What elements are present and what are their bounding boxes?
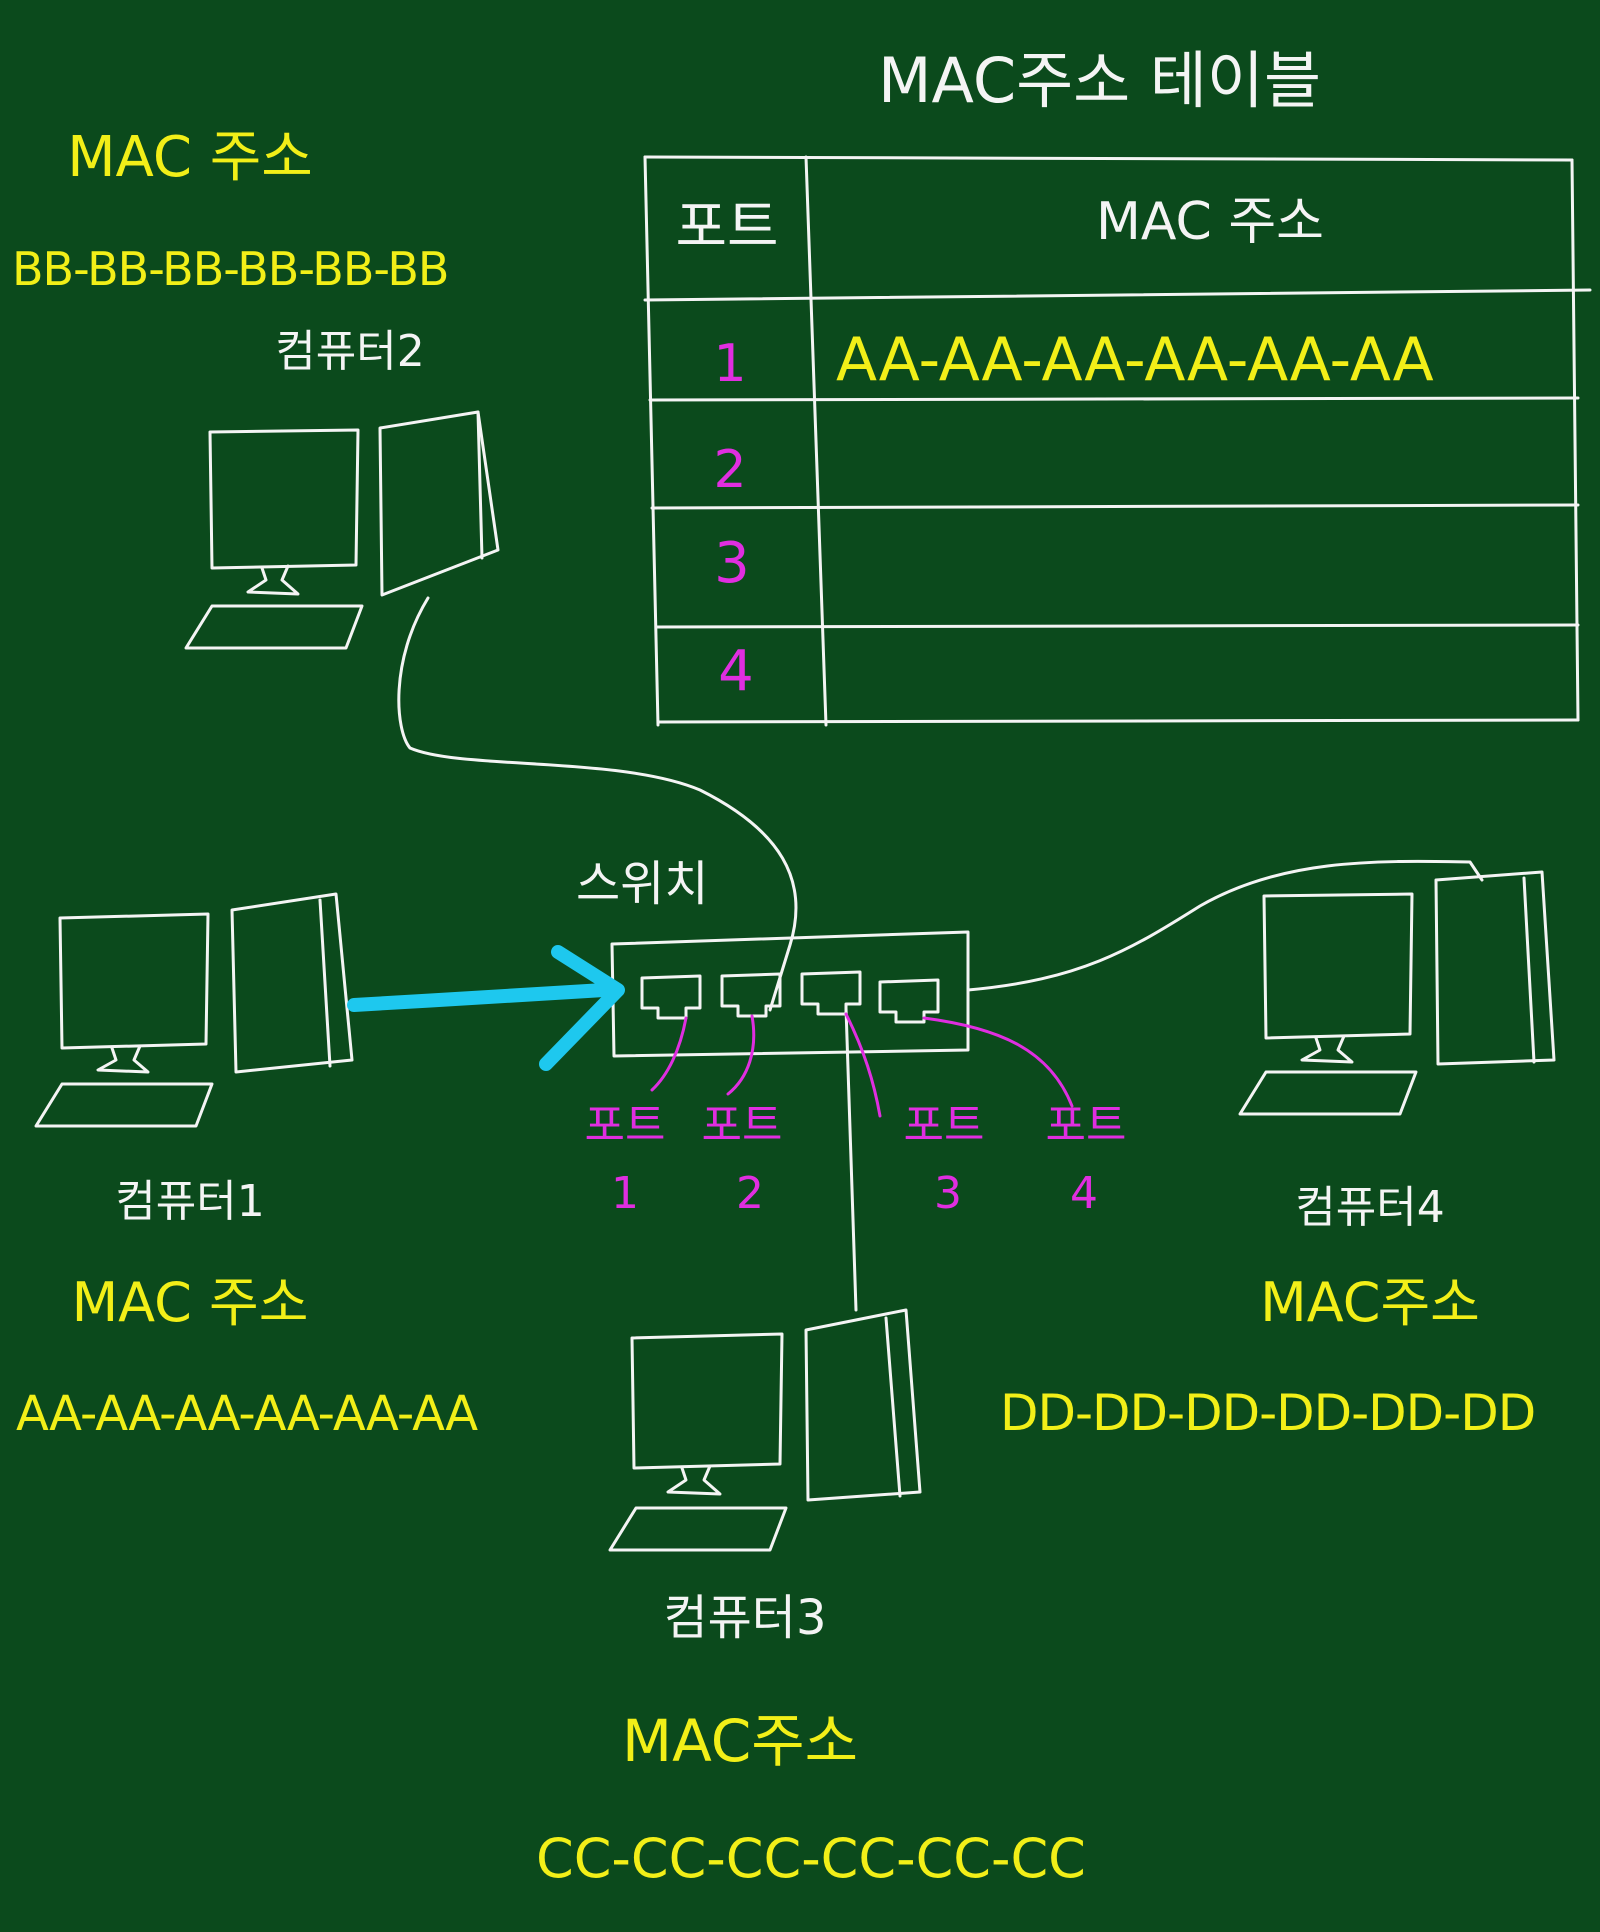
table-header-port: 포트 — [675, 195, 779, 260]
port-2-label: 포트 — [701, 1100, 783, 1151]
desktop-computer-icon — [34, 892, 354, 1128]
pc2-name: 컴퓨터2 — [275, 326, 425, 377]
table-row-4-port: 4 — [718, 639, 754, 704]
pc4-mac-address: DD-DD-DD-DD-DD-DD — [1000, 1384, 1536, 1442]
table-row-1-port: 1 — [713, 334, 747, 394]
switch-device — [610, 930, 970, 1058]
port-callout-lines — [650, 1012, 1074, 1118]
switch-label: 스위치 — [576, 856, 709, 912]
port-1-label: 포트 — [584, 1100, 666, 1151]
port-3-label: 포트 — [903, 1100, 985, 1151]
port-1-number: 1 — [611, 1168, 639, 1219]
pc4-name: 컴퓨터4 — [1295, 1182, 1445, 1233]
desktop-computer-icon — [1238, 870, 1556, 1116]
desktop-computer-icon — [608, 1308, 922, 1552]
cable-pc2-to-port2 — [397, 596, 798, 1012]
pc2-mac-label: MAC 주소 — [67, 125, 313, 190]
pc1-mac-label: MAC 주소 — [71, 1271, 309, 1334]
pc3-name: 컴퓨터3 — [663, 1590, 827, 1646]
mac-table-grid — [643, 155, 1592, 727]
table-row-2-port: 2 — [713, 440, 747, 500]
table-title: MAC주소 테이블 — [878, 44, 1322, 117]
port-4-label: 포트 — [1045, 1100, 1127, 1151]
port-4-number: 4 — [1070, 1168, 1098, 1219]
table-header-mac: MAC 주소 — [1095, 192, 1325, 252]
cable-port4-to-pc4 — [966, 859, 1484, 992]
table-row-3-port: 3 — [714, 531, 750, 596]
port-2-number: 2 — [736, 1168, 764, 1219]
switch-port-3 — [800, 970, 862, 1016]
frame-arrow — [347, 945, 625, 1071]
table-row-1-mac: AA-AA-AA-AA-AA-AA — [836, 325, 1434, 395]
pc3-mac-label: MAC주소 — [622, 1707, 858, 1775]
switch-port-1 — [640, 974, 702, 1020]
pc1-mac-address: AA-AA-AA-AA-AA-AA — [16, 1386, 478, 1442]
cable-port3-to-pc3 — [844, 1006, 858, 1312]
pc1-name: 컴퓨터1 — [115, 1176, 265, 1227]
pc4-mac-label: MAC주소 — [1260, 1271, 1480, 1334]
port-3-number: 3 — [934, 1168, 962, 1219]
switch-port-2 — [720, 972, 782, 1018]
pc3-mac-address: CC-CC-CC-CC-CC-CC — [536, 1827, 1086, 1890]
pc2-mac-address: BB-BB-BB-BB-BB-BB — [12, 242, 449, 296]
switch-port-4 — [878, 978, 940, 1024]
desktop-computer-icon — [184, 410, 500, 650]
